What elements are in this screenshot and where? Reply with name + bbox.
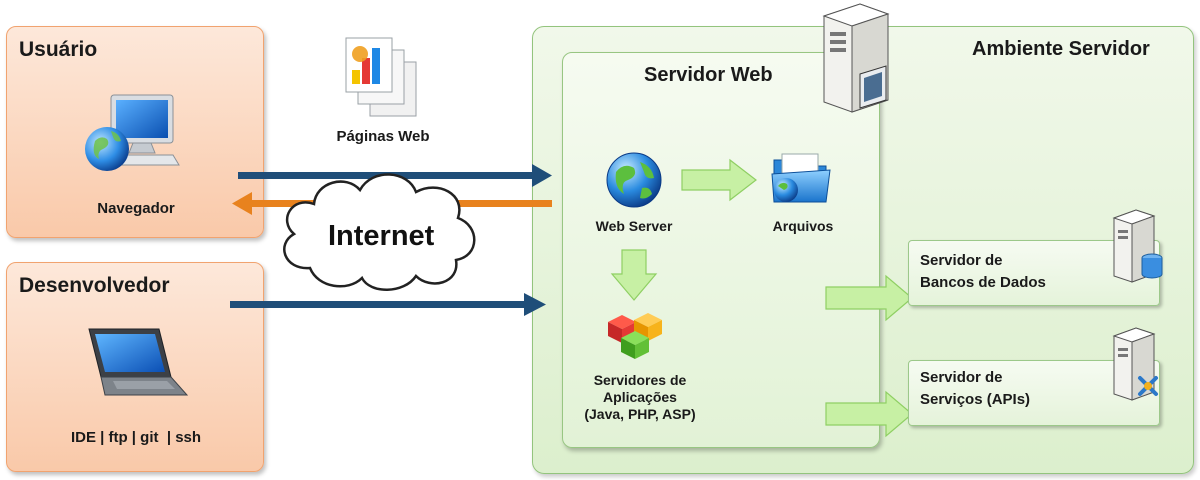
desenvolvedor-title: Desenvolvedor [19, 274, 170, 297]
globe-icon [606, 152, 662, 208]
arrow-to-bancos [825, 274, 913, 322]
arquivos-label: Arquivos [772, 218, 834, 234]
cube-green [621, 331, 649, 359]
cubes-icon [608, 313, 662, 359]
internet-label: Internet [328, 220, 435, 252]
laptop-icon [88, 328, 189, 396]
aplicacoes-line1: Servidores de [593, 372, 687, 388]
navegador-label: Navegador [97, 200, 175, 217]
servidor-web-title: Servidor Web [644, 64, 773, 86]
arrow-webserver-to-arquivos [681, 158, 757, 202]
desktop-computer-icon [85, 94, 180, 171]
arrow-webserver-to-aplicacoes [610, 249, 658, 301]
desenvolvedor-panel: Desenvolvedor IDE | ftp | git | ssh [6, 262, 264, 472]
usuario-title: Usuário [19, 38, 98, 61]
api-server-icon [1112, 327, 1158, 401]
internet-cloud [283, 173, 476, 291]
bancos-line2: Bancos de Dados [920, 274, 1046, 291]
servidor-web-panel [562, 52, 880, 448]
aplicacoes-line2: Aplicações [603, 389, 677, 405]
ambiente-servidor-title: Ambiente Servidor [972, 38, 1150, 60]
arrow-desenvolvedor-to-server [230, 293, 546, 316]
arrow-to-servicos [825, 390, 913, 438]
servicos-line1: Servidor de [920, 369, 1003, 386]
server-tower-icon [822, 3, 890, 113]
web-pages-icon [345, 37, 417, 117]
aplicacoes-line3: (Java, PHP, ASP) [584, 406, 696, 422]
servicos-line2: Serviços (APIs) [920, 391, 1031, 408]
paginas-web-label: Páginas Web [336, 128, 430, 145]
folder-icon [771, 153, 831, 203]
web-server-label: Web Server [595, 218, 673, 234]
database-server-icon [1112, 209, 1163, 283]
bancos-line1: Servidor de [920, 252, 1003, 269]
ide-tools-label: IDE | ftp | git | ssh [70, 429, 202, 446]
usuario-panel: Usuário Navegador [6, 26, 264, 238]
